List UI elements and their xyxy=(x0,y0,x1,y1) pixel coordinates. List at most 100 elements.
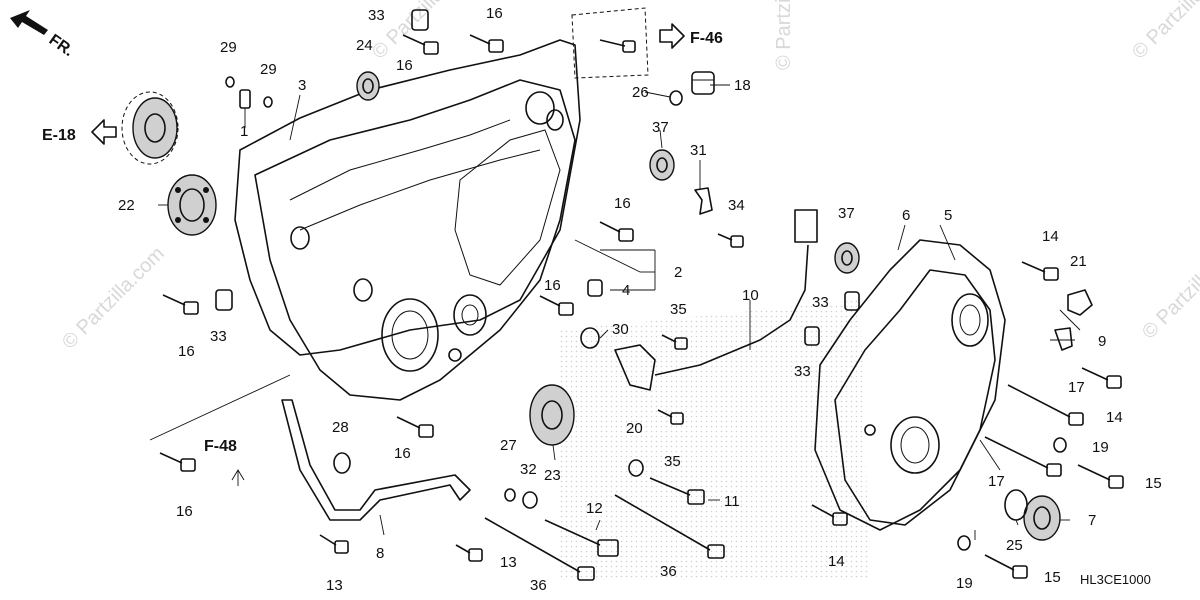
washer-27 xyxy=(504,488,516,502)
bolt-15a xyxy=(1077,464,1124,489)
bolt-16c xyxy=(599,221,634,242)
plug-18 xyxy=(691,71,715,95)
callout-16b: 16 xyxy=(396,57,413,74)
callout-29a: 29 xyxy=(220,39,237,56)
bolt-15b xyxy=(984,554,1028,579)
callout-30: 30 xyxy=(612,321,629,338)
washer-19b xyxy=(957,535,971,551)
left-crankcase xyxy=(254,79,576,401)
callout-16g: 16 xyxy=(176,503,193,520)
callout-4: 4 xyxy=(622,282,630,299)
ref-e18-label: E-18 xyxy=(42,127,76,144)
bolt-35b xyxy=(657,409,684,425)
callout-21: 21 xyxy=(1070,253,1087,270)
callout-16c: 16 xyxy=(614,195,631,212)
bolt-f46 xyxy=(599,39,636,53)
callout-31: 31 xyxy=(690,142,707,159)
front-label: FR. xyxy=(46,31,77,60)
stud-1 xyxy=(239,89,251,109)
callout-14b: 14 xyxy=(1106,409,1123,426)
callout-32: 32 xyxy=(520,461,537,478)
bolt-16e xyxy=(162,294,199,315)
washer-19a xyxy=(1053,437,1067,453)
ref-e18: E-18 xyxy=(42,119,117,145)
callout-23: 23 xyxy=(544,467,561,484)
bolt-13a xyxy=(319,534,349,554)
oring-28 xyxy=(333,452,351,474)
callout-20: 20 xyxy=(626,420,643,437)
oring-30 xyxy=(580,327,600,349)
bolt-34 xyxy=(717,233,744,248)
callout-1: 1 xyxy=(240,123,248,140)
ref-f46-box xyxy=(571,7,649,79)
callout-36a: 36 xyxy=(530,577,547,594)
ref-f46: F-46 xyxy=(571,7,723,79)
watermark-small-1: © Partzilla.com xyxy=(58,243,169,354)
oring-26 xyxy=(669,90,683,106)
callout-35b: 35 xyxy=(664,453,681,470)
callout-13b: 13 xyxy=(500,554,517,571)
callout-16f: 16 xyxy=(394,445,411,462)
callout-6: 6 xyxy=(902,207,910,224)
washer-29b xyxy=(263,96,273,108)
ref-f46-arrow xyxy=(659,23,685,49)
bolt-16a xyxy=(402,34,439,55)
bolt-14c xyxy=(811,504,848,526)
dowel-33d xyxy=(804,326,820,346)
front-direction-arrow: FR. xyxy=(10,10,77,60)
callout-33b: 33 xyxy=(210,328,227,345)
callout-3: 3 xyxy=(298,77,306,94)
bearing-22 xyxy=(121,91,217,236)
callout-14c: 14 xyxy=(828,553,845,570)
clip-31 xyxy=(694,187,713,215)
watermark-small-2: © Partzilla.com xyxy=(1128,0,1200,64)
washer-20 xyxy=(628,459,644,477)
callout-8: 8 xyxy=(376,545,384,562)
bolt-12 xyxy=(544,519,619,557)
watermark-small-3: © Partzilla.com xyxy=(1138,233,1200,344)
callout-11: 11 xyxy=(724,493,740,510)
callout-12: 12 xyxy=(586,500,603,517)
bolt-16f xyxy=(396,416,434,438)
dowel-33c xyxy=(844,291,860,311)
bolt-16b xyxy=(469,34,504,53)
bolt-36a xyxy=(484,517,595,581)
dowel-33a xyxy=(411,9,429,31)
callout-5: 5 xyxy=(944,207,952,224)
callout-16e: 16 xyxy=(178,343,195,360)
callout-33c: 33 xyxy=(812,294,829,311)
callout-16a: 16 xyxy=(486,5,503,22)
bolt-16g xyxy=(159,452,196,472)
bearing-24 xyxy=(356,71,380,101)
ref-f48-label: F-48 xyxy=(204,438,237,455)
bolt-35a xyxy=(661,334,688,350)
callout-14a: 14 xyxy=(1042,228,1059,245)
callout-9: 9 xyxy=(1098,333,1106,350)
callout-26: 26 xyxy=(632,84,649,101)
bolts xyxy=(159,34,1124,581)
callout-33a: 33 xyxy=(368,7,385,24)
callouts: 1 2 3 4 5 6 7 8 9 10 11 12 13 13 14 14 1… xyxy=(118,5,1162,594)
callout-17b: 17 xyxy=(988,473,1005,490)
bolt-14b xyxy=(1081,367,1122,389)
callout-28: 28 xyxy=(332,419,349,436)
oil-seal-23 xyxy=(529,384,575,446)
bolt-17a xyxy=(1007,384,1084,426)
bolt-14a xyxy=(1021,261,1059,281)
callout-15a: 15 xyxy=(1145,475,1162,492)
gasket-3 xyxy=(234,39,581,356)
callout-37b: 37 xyxy=(838,205,855,222)
callout-16d: 16 xyxy=(544,277,561,294)
callout-19a: 19 xyxy=(1092,439,1109,456)
callout-29b: 29 xyxy=(260,61,277,78)
callout-10: 10 xyxy=(742,287,759,304)
callout-24: 24 xyxy=(356,37,373,54)
washer-32 xyxy=(522,491,538,509)
callout-33d: 33 xyxy=(794,363,811,380)
clamp-21 xyxy=(1067,289,1093,316)
clip-9 xyxy=(1054,327,1073,351)
ref-e18-arrow xyxy=(91,119,117,145)
oil-pipe-8 xyxy=(281,399,471,521)
bolt-36b xyxy=(614,494,725,559)
